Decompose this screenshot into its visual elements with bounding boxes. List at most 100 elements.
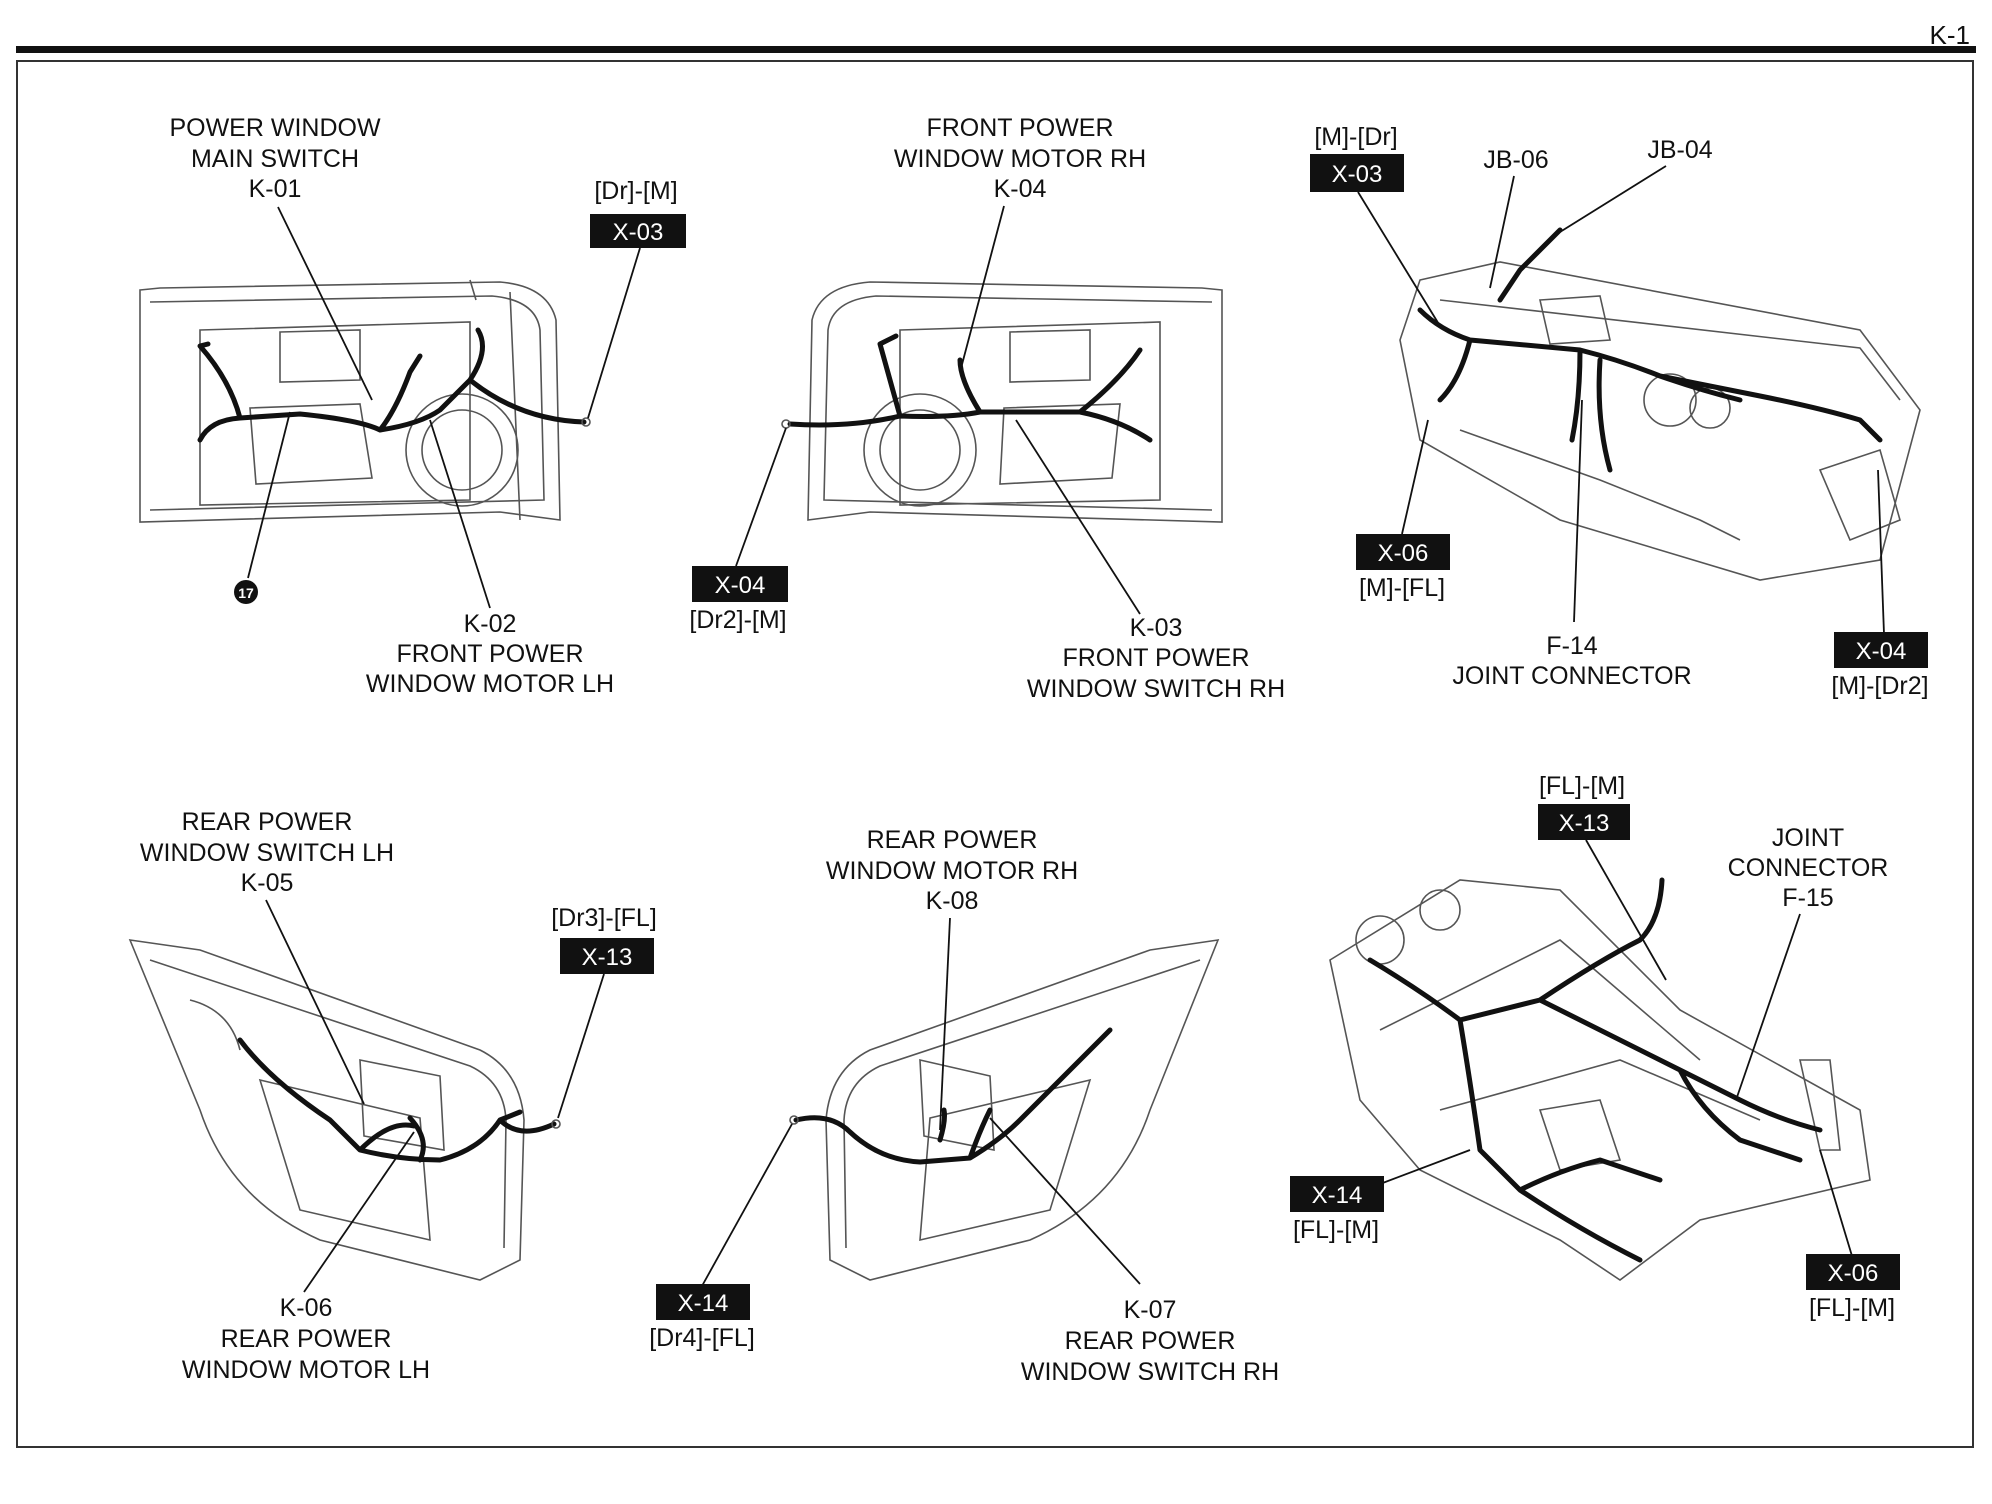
front-lh-motor-leader [429, 419, 491, 609]
floor-x14-connector-badge: X-14 [1290, 1176, 1384, 1212]
front-lh-door-panel: POWER WINDOW MAIN SWITCH K-01 [Dr]-[M] X… [139, 114, 686, 698]
rear-rh-connector-end [789, 1115, 799, 1125]
rear-rh-switch-leader [989, 1117, 1141, 1285]
f14-leader [1573, 399, 1583, 623]
x13-rear-connector-badge-text: X-13 [582, 944, 633, 971]
main-switch-code: K-01 [249, 175, 302, 203]
rear-rh-switch-line1: REAR POWER [1065, 1327, 1236, 1355]
f15-label-line1: JOINT [1772, 824, 1844, 852]
rear-lh-motor-code: K-06 [280, 1294, 333, 1322]
rear-rh-motor-code: K-08 [926, 887, 979, 915]
x03-route-label: [Dr]-[M] [594, 177, 677, 205]
floor-x06-connector-badge: X-06 [1806, 1254, 1900, 1290]
dash-x06-leader [1401, 419, 1429, 535]
rear-rh-harness [793, 1027, 1113, 1165]
floor-x13-route-label: [FL]-[M] [1539, 772, 1625, 800]
floor-x13-leader [1585, 839, 1667, 981]
rear-rh-door-panel: REAR POWER WINDOW MOTOR RH K-08 X-14 [Dr… [649, 826, 1279, 1386]
x14-rear-connector-badge: X-14 [656, 1284, 750, 1320]
main-switch-leader [277, 206, 373, 401]
floor-panel: [FL]-[M] X-13 JOINT CONNECTOR F-15 X-14 … [1290, 772, 1900, 1322]
dash-x06-connector-badge-text: X-06 [1378, 540, 1429, 567]
dash-x06-route-label: [M]-[FL] [1359, 574, 1445, 602]
front-rh-motor-code: K-04 [994, 175, 1047, 203]
rear-rh-switch-code: K-07 [1124, 1296, 1177, 1324]
front-rh-switch-code: K-03 [1130, 614, 1183, 642]
floor-drawing [1329, 879, 1871, 1281]
front-rh-door-drawing [807, 281, 1223, 523]
diagram-frame [16, 60, 1974, 1448]
x13-rear-route-label: [Dr3]-[FL] [551, 904, 657, 932]
rear-rh-motor-leader [939, 917, 951, 1131]
rear-rh-switch-line2: WINDOW SWITCH RH [1021, 1358, 1279, 1386]
front-rh-motor-leader [959, 205, 1005, 373]
dash-drawing [1399, 261, 1921, 581]
x13-rear-leader [557, 973, 605, 1119]
front-lh-connector-end [581, 417, 591, 427]
floor-x14-connector-badge-text: X-14 [1312, 1182, 1363, 1209]
dash-x06-connector-badge: X-06 [1356, 534, 1450, 570]
dash-x03-connector-badge: X-03 [1310, 154, 1404, 192]
front-lh-motor-code: K-02 [464, 610, 517, 638]
ground-symbol-number: 17 [238, 585, 254, 601]
f15-leader [1735, 913, 1801, 1101]
ground-leader [247, 411, 291, 579]
x03-connector-badge-text: X-03 [613, 219, 664, 246]
dash-harness [1417, 227, 1883, 473]
front-lh-motor-line1: FRONT POWER [396, 640, 583, 668]
floor-x13-connector-badge-text: X-13 [1559, 810, 1610, 837]
rear-lh-door-drawing [128, 939, 525, 1281]
rear-lh-connector-end [551, 1119, 561, 1129]
floor-x06-route-label: [FL]-[M] [1809, 1294, 1895, 1322]
front-rh-harness [787, 333, 1153, 443]
jb04-leader [1559, 165, 1667, 233]
x03-connector-badge: X-03 [590, 214, 686, 248]
dash-x04-connector-badge: X-04 [1834, 632, 1928, 668]
x14-rear-connector-badge-text: X-14 [678, 1290, 729, 1317]
rear-lh-motor-line2: WINDOW MOTOR LH [182, 1356, 430, 1384]
front-rh-switch-leader [1015, 419, 1141, 615]
front-lh-harness [197, 327, 587, 443]
rear-rh-door-drawing [825, 939, 1220, 1281]
jb04-label: JB-04 [1647, 136, 1712, 164]
floor-harness [1367, 877, 1823, 1263]
floor-x06-connector-badge-text: X-06 [1828, 1260, 1879, 1287]
rear-lh-switch-line1: REAR POWER [182, 808, 353, 836]
x14-rear-route-label: [Dr4]-[FL] [649, 1324, 755, 1352]
rear-lh-switch-code: K-05 [241, 869, 294, 897]
jb06-label: JB-06 [1483, 146, 1548, 174]
x04-front-connector-badge: X-04 [692, 566, 788, 602]
x04-front-route-label: [Dr2]-[M] [689, 606, 786, 634]
dash-x03-connector-badge-text: X-03 [1332, 161, 1383, 188]
front-lh-motor-line2: WINDOW MOTOR LH [366, 670, 614, 698]
floor-x13-connector-badge: X-13 [1538, 804, 1630, 840]
floor-x06-leader [1819, 1149, 1853, 1257]
floor-x14-leader [1379, 1149, 1471, 1185]
dash-x04-leader [1877, 469, 1885, 635]
main-switch-label-line2: MAIN SWITCH [191, 145, 359, 173]
ground-symbol-icon [234, 580, 258, 604]
x03-leader [587, 247, 641, 419]
rear-lh-motor-line1: REAR POWER [221, 1325, 392, 1353]
f14-code: F-14 [1546, 632, 1598, 660]
rear-rh-motor-line2: WINDOW MOTOR RH [826, 857, 1078, 885]
x13-rear-connector-badge: X-13 [560, 938, 654, 974]
f15-label-line2: CONNECTOR [1728, 854, 1889, 882]
jb06-leader [1489, 175, 1515, 289]
dash-x04-route-label: [M]-[Dr2] [1831, 672, 1928, 700]
header-rule [16, 46, 1976, 53]
f14-label: JOINT CONNECTOR [1452, 662, 1691, 690]
x04-front-leader [735, 427, 787, 567]
front-rh-switch-line2: WINDOW SWITCH RH [1027, 675, 1285, 703]
dash-x03-route-label: [M]-[Dr] [1314, 123, 1397, 151]
rear-lh-switch-line2: WINDOW SWITCH LH [140, 839, 394, 867]
main-switch-label-line1: POWER WINDOW [169, 114, 380, 142]
rear-rh-motor-line1: REAR POWER [867, 826, 1038, 854]
front-rh-switch-line1: FRONT POWER [1062, 644, 1249, 672]
rear-lh-harness [237, 1037, 557, 1163]
page-number: K-1 [1929, 20, 1970, 50]
f15-code: F-15 [1782, 884, 1833, 912]
dash-panel: [M]-[Dr] X-03 JB-06 JB-04 X-06 [M]-[FL] … [1310, 123, 1929, 700]
